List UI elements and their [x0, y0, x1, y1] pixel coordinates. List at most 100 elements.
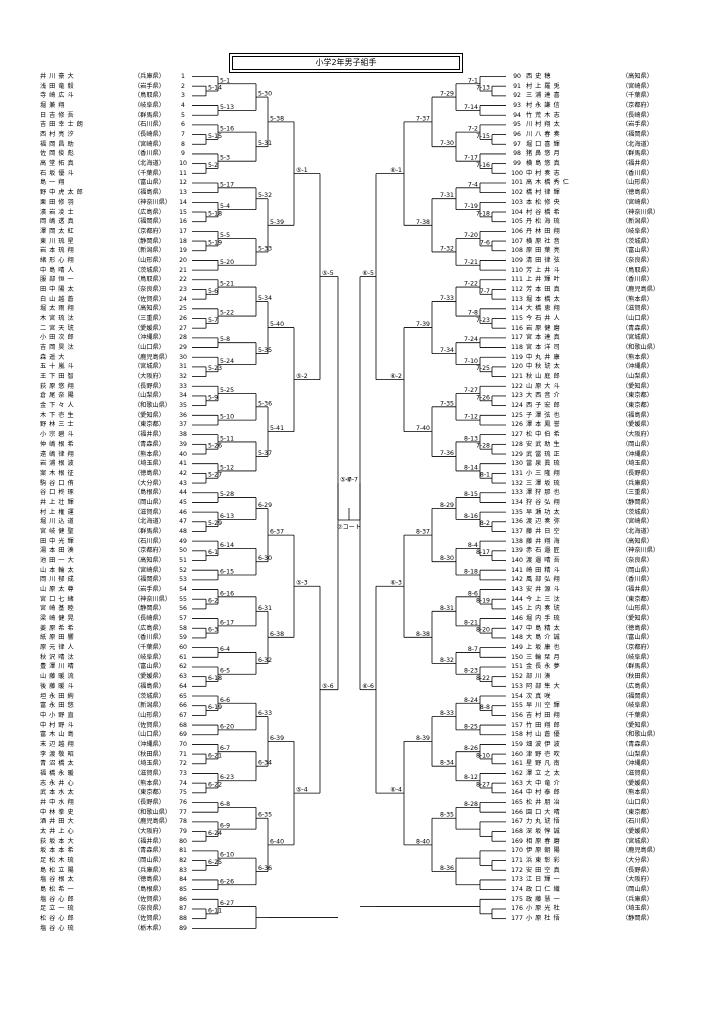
- player-number: 120: [511, 363, 523, 371]
- player-number: 84: [179, 876, 187, 884]
- player-row: 塩 谷 根 太（徳島県）84: [0, 875, 200, 884]
- player-row: 赤 石 邉 匠（神奈川県）139: [510, 546, 720, 555]
- player-row: 崎 田 精 斗（岡山県）141: [510, 566, 720, 575]
- player-name: 阿 部 隼 大: [526, 682, 561, 690]
- match-code: 6-29: [258, 502, 272, 509]
- player-row: 竹 荒 木 志（長崎県）94: [510, 111, 720, 120]
- player-prefecture: （千葉県）: [134, 644, 165, 652]
- player-number: 49: [179, 537, 187, 545]
- player-name: 王 下 田 智: [40, 373, 75, 381]
- player-number: 31: [179, 363, 187, 371]
- player-name: 中 村 奏 志: [526, 169, 561, 177]
- player-row: 井 上 壮 輝（岡山県）45: [0, 498, 200, 507]
- player-row: 上 坂 康 也（京都府）149: [510, 643, 720, 652]
- player-row: 栗 田 修 羽（神奈川県）14: [0, 198, 200, 207]
- match-code: ⑥-6: [362, 683, 374, 690]
- match-code: 5-16: [220, 126, 234, 133]
- match-code: 8-26: [464, 745, 478, 752]
- match-code: 6-22: [208, 781, 222, 788]
- player-number: 172: [511, 866, 523, 874]
- player-row: 梁 崎 健 晃（長崎県）57: [0, 614, 200, 623]
- match-code: ⑤-1: [296, 167, 308, 174]
- match-code: 6-35: [258, 812, 272, 819]
- player-prefecture: （茨城県）: [622, 508, 653, 516]
- player-prefecture: （福岡県）: [622, 131, 653, 139]
- player-row: 津 野 壱 吹（山梨県）160: [510, 750, 720, 759]
- player-prefecture: （岩手県）: [134, 82, 165, 90]
- player-number: 170: [511, 847, 523, 855]
- player-prefecture: （岐阜県）: [622, 227, 653, 235]
- player-prefecture: （滋賀県）: [134, 769, 165, 777]
- match-code: 7-24: [464, 336, 478, 343]
- match-code: 8-4: [468, 542, 478, 549]
- match-code: 6-40: [270, 838, 284, 845]
- match-code: 6-9: [220, 823, 230, 830]
- player-number: 149: [511, 644, 523, 652]
- player-row: 堀 太 雨 翔（高知県）25: [0, 304, 200, 313]
- player-row: 太 井 上 心（大阪府）79: [0, 827, 200, 836]
- player-row: 澤 岡 太 紅（京都府）17: [0, 227, 200, 236]
- match-code: 7-15: [476, 133, 490, 140]
- match-code: 7-30: [440, 140, 454, 147]
- player-row: 木 宮 琉 汰（三重県）26: [0, 314, 200, 323]
- player-row: 中 島 晴 人（茨城県）21: [0, 266, 200, 275]
- player-row: 紙 原 田 響（香川県）59: [0, 633, 200, 642]
- player-name: 芳 上 井 斗: [526, 266, 561, 274]
- player-prefecture: （和歌山県）: [134, 402, 172, 410]
- player-name: 中 島 晴 人: [40, 266, 75, 274]
- match-code: 6-10: [220, 852, 234, 859]
- match-code: 6-34: [258, 760, 272, 767]
- player-row: 姜 原 希 希（広島県）58: [0, 624, 200, 633]
- player-number: 81: [179, 847, 187, 855]
- player-prefecture: （岩手県）: [622, 121, 653, 129]
- player-number: 53: [179, 576, 187, 584]
- player-row: 濱 岩 凌 士（広島県）15: [0, 208, 200, 217]
- player-prefecture: （山梨県）: [622, 373, 653, 381]
- player-number: 106: [511, 227, 523, 235]
- player-number: 1: [181, 73, 185, 80]
- match-code: 8-19: [476, 598, 490, 605]
- player-prefecture: （京都府）: [622, 102, 653, 110]
- player-prefecture: （兵庫県）: [134, 866, 165, 874]
- player-number: 23: [179, 285, 187, 293]
- player-row: 中 村 奏 志（香川県）100: [510, 169, 720, 178]
- player-row: 田 中 陽 太（奈良県）23: [0, 285, 200, 294]
- player-prefecture: （千葉県）: [134, 169, 165, 177]
- player-prefecture: （大阪府）: [622, 876, 653, 884]
- player-prefecture: （奈良県）: [622, 256, 653, 264]
- match-code: 5-4: [220, 203, 230, 210]
- player-row: 青 沼 橋 太（埼玉県）72: [0, 759, 200, 768]
- player-number: 168: [511, 828, 523, 836]
- match-code: 7-27: [464, 387, 478, 394]
- player-prefecture: （山梨県）: [134, 392, 165, 400]
- player-number: 71: [179, 750, 187, 758]
- player-row: 駒 谷 口 侑（大分県）43: [0, 479, 200, 488]
- player-name: 日 吉 修 吾: [40, 111, 75, 119]
- player-number: 177: [511, 915, 523, 923]
- match-code: 6-14: [220, 542, 234, 549]
- match-code: 6-4: [220, 646, 230, 653]
- match-code: 5-7: [208, 317, 218, 324]
- player-prefecture: （長崎県）: [134, 131, 165, 139]
- match-code: 7-36: [440, 450, 454, 457]
- player-prefecture: （北海道）: [622, 527, 653, 535]
- player-row: 吉 岡 昊 汰（山口県）29: [0, 343, 200, 352]
- player-name: 酒 井 田 大: [40, 818, 75, 826]
- player-name: 園 口 大 晴: [526, 808, 561, 816]
- player-row: 横 原 社 音（茨城県）107: [510, 237, 720, 246]
- player-number: 7: [181, 131, 185, 139]
- player-number: 160: [511, 750, 523, 758]
- player-number: 117: [511, 334, 523, 342]
- player-prefecture: （福井県）: [134, 431, 165, 439]
- player-name: 中 秋 琥 太: [526, 363, 561, 371]
- player-number: 42: [179, 469, 187, 477]
- player-number: 35: [179, 402, 187, 410]
- bracket-title: 小学2年男子組手: [232, 56, 460, 70]
- player-number: 73: [179, 769, 187, 777]
- match-code: 8-31: [440, 605, 454, 612]
- player-row: 安 井 源 斗（福井県）143: [510, 585, 720, 594]
- player-prefecture: （千葉県）: [622, 92, 653, 100]
- match-code: 8-39: [416, 735, 430, 742]
- player-name: 荻 坂 本 大: [40, 837, 75, 845]
- match-code: 5-6: [208, 288, 218, 295]
